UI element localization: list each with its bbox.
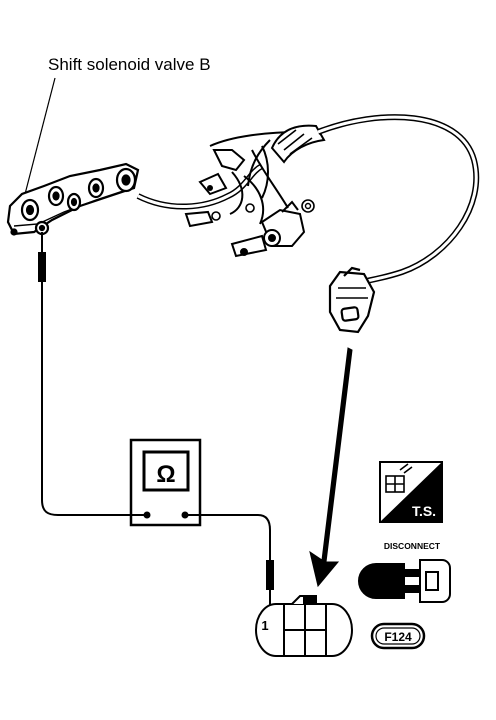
harness-connector: [328, 266, 376, 334]
connector-code-badge: F124: [370, 622, 426, 650]
corrugated-sleeve: [270, 124, 326, 164]
second-solenoid: [230, 200, 306, 258]
shift-solenoid-valve-b-label: Shift solenoid valve B: [48, 55, 211, 74]
probe-wire-solenoid: [38, 232, 147, 516]
connection-arrow: [309, 347, 353, 588]
disconnect-icon: [358, 559, 451, 603]
connector-code: F124: [384, 630, 412, 644]
ts-tool-icon: [385, 463, 413, 493]
ohmmeter-display: [142, 450, 190, 492]
ts-label: T.S.: [412, 503, 436, 519]
ohm-symbol: Ω: [156, 461, 175, 488]
ohmmeter: Ω: [129, 438, 202, 527]
terminal-number: 1: [261, 618, 268, 633]
probe-wire-connector: [185, 514, 274, 625]
connector-face: [255, 595, 353, 657]
harness-to-connector: [316, 114, 480, 285]
disconnect-label: DISCONNECT: [384, 541, 441, 551]
solenoid-valve-body: [6, 162, 140, 236]
ts-badge: T.S.: [379, 461, 443, 523]
wire-harness: [136, 131, 315, 228]
callout-leader-line: [23, 77, 56, 199]
